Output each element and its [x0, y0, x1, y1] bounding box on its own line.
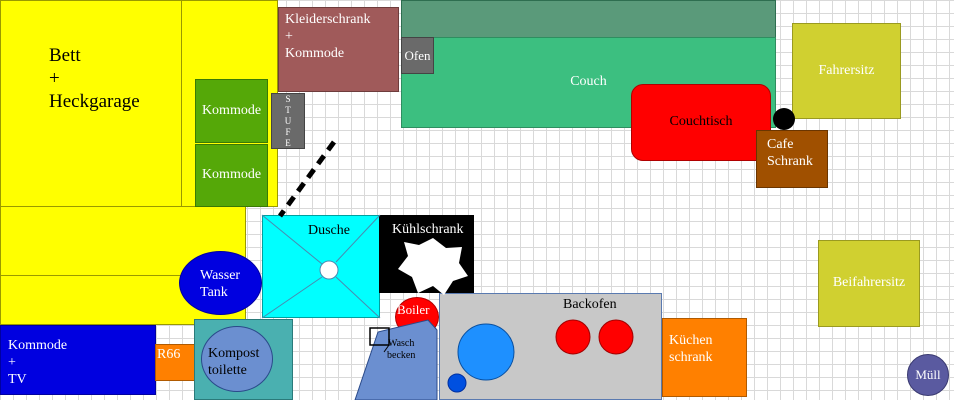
oven-small: Ofen: [401, 37, 434, 74]
shower-label: Dusche: [308, 223, 350, 238]
driver-seat: Fahrersitz: [792, 23, 901, 119]
passenger-seat-label: Beifahrersitz: [832, 275, 906, 291]
dresser-tv: Kommode + TV: [0, 325, 156, 395]
compost-toilet-label: Kompost toilette: [208, 346, 260, 378]
kitchen-counter: [439, 293, 662, 400]
r66-label: R66: [157, 347, 181, 362]
cafe-cabinet: Cafe Schrank: [756, 130, 828, 188]
step: S T U F E: [271, 93, 305, 149]
dresser-upper: Kommode: [195, 79, 268, 143]
boiler-label: Boiler: [397, 302, 430, 317]
trash-bin: Müll: [907, 354, 949, 396]
dresser-tv-label: Kommode + TV: [8, 338, 68, 387]
trash-label: Müll: [915, 367, 941, 383]
kitchen-cabinet: Küchen schrank: [662, 318, 747, 397]
dresser-upper-label: Kommode: [201, 102, 262, 118]
wardrobe: Kleiderschrank + Kommode: [278, 7, 399, 92]
cafe-cabinet-label: Cafe Schrank: [767, 137, 813, 169]
wash-basin-label: Wasch becken: [387, 338, 416, 361]
couch-backrest: [401, 0, 776, 38]
kitchen-cabinet-label: Küchen schrank: [669, 333, 713, 365]
wardrobe-label: Kleiderschrank + Kommode: [285, 12, 371, 61]
driver-seat-label: Fahrersitz: [818, 62, 875, 78]
passenger-seat: Beifahrersitz: [818, 240, 920, 327]
step-label: S T U F E: [284, 93, 292, 148]
water-tank: Wasser Tank: [179, 251, 262, 315]
door-swing-line: [277, 140, 337, 218]
fridge-label: Kühlschrank: [392, 222, 464, 237]
bed-area: [0, 0, 182, 207]
couch-label: Couch: [570, 74, 607, 90]
baking-oven-label: Backofen: [563, 297, 617, 312]
compost-toilet-bowl: Kompost toilette: [201, 326, 273, 392]
dresser-lower: Kommode: [195, 144, 268, 207]
r66: R66: [155, 344, 195, 381]
oven-small-label: Ofen: [404, 47, 431, 63]
coffee-table: Couchtisch: [631, 84, 771, 161]
water-tank-label: Wasser Tank: [200, 268, 241, 300]
bed-label: Bett + Heckgarage: [49, 45, 140, 112]
dresser-lower-label: Kommode: [201, 167, 262, 183]
coffee-table-label: Couchtisch: [669, 114, 733, 130]
